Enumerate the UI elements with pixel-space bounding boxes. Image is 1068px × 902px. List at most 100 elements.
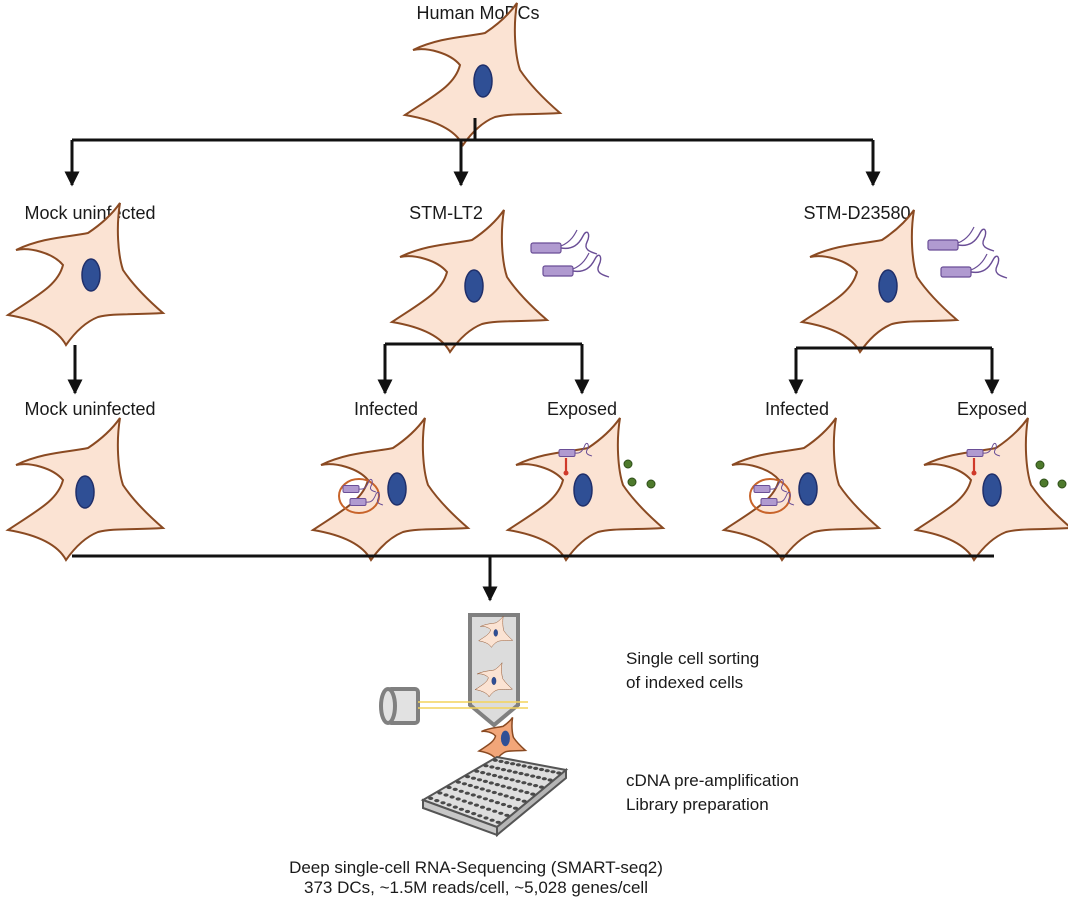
plate-well [489, 765, 495, 769]
d23580-cell [801, 209, 958, 353]
plate-well [464, 809, 471, 814]
plate-well [485, 789, 491, 793]
sub-lt2-infected-label: Infected [354, 399, 418, 419]
plate-well [492, 758, 498, 762]
plate-well [541, 777, 547, 781]
plate-well [535, 775, 542, 780]
plate-well [467, 801, 473, 805]
plate-well [477, 814, 483, 818]
plate-well [452, 787, 458, 792]
lt2-infected-cell [312, 417, 469, 561]
plate-well [503, 794, 509, 798]
plate-well [440, 801, 446, 805]
mock-cell [7, 202, 164, 346]
top-title: Human MoDCs [416, 3, 539, 23]
plate-well [500, 768, 507, 772]
plate-well [494, 801, 500, 805]
plate-well [452, 805, 458, 809]
plate-well [500, 802, 507, 807]
plate-well [509, 796, 515, 800]
condition-d23580-label: STM-D23580 [803, 203, 910, 223]
plate-well [488, 781, 494, 785]
plate-well [449, 795, 455, 799]
sorting-step-line1: Single cell sorting [626, 649, 759, 668]
plate-well [518, 789, 524, 793]
d23580-bacterium-icon [927, 226, 995, 252]
plate-well [506, 786, 512, 790]
plate-well [498, 811, 504, 815]
branch-level-2 [67, 342, 1000, 395]
plate-well [483, 816, 489, 820]
plate-well [489, 818, 495, 822]
plate-well [455, 797, 461, 801]
plate-well [538, 767, 545, 772]
plate-well [556, 771, 562, 775]
injection-point [563, 470, 569, 476]
sub-d-exposed-label: Exposed [957, 399, 1027, 419]
plate-well [473, 785, 479, 789]
plate-well [503, 776, 509, 781]
plate-well [509, 762, 516, 766]
lt2-bacterium-icon [542, 252, 610, 278]
plate-well [530, 774, 536, 778]
plate-well [434, 799, 440, 803]
plate-well [482, 779, 488, 784]
plate-well [521, 799, 527, 803]
plate-well [428, 796, 434, 801]
plate-well [504, 813, 510, 817]
footer-line1: Deep single-cell RNA-Sequencing (SMART-s… [289, 858, 663, 877]
plate-well [515, 763, 522, 767]
plate-well [533, 784, 539, 788]
plate-well [512, 806, 519, 810]
sorted-cell-icon [477, 716, 528, 762]
plate-well [530, 792, 536, 796]
plate-well [521, 764, 527, 768]
green-dots [1035, 460, 1067, 489]
d23580-bacterium-icon [940, 253, 1008, 279]
plate-well [486, 807, 492, 811]
plate-well [446, 785, 452, 790]
plate-well [495, 766, 501, 770]
lt2-exposed-cell [507, 417, 664, 561]
plate-well [461, 799, 467, 803]
plate-well [479, 787, 485, 791]
prep-step-line1: cDNA pre-amplification [626, 771, 799, 790]
plate-well [492, 809, 498, 813]
d-exposed-cell [915, 417, 1068, 561]
modc-cell-top [404, 2, 561, 146]
plate-well [465, 775, 471, 779]
plate-well [495, 820, 501, 824]
prep-step-line2: Library preparation [626, 795, 769, 814]
plate-well [473, 803, 480, 807]
d-infected-cell [723, 417, 880, 561]
laser-source-icon [379, 687, 420, 725]
lt2-bacterium-icon [530, 229, 598, 255]
sorting-step-line2: of indexed cells [626, 673, 743, 692]
sub-mock-label: Mock uninfected [24, 399, 155, 419]
plate-well [474, 769, 480, 773]
plate-well [506, 769, 512, 773]
plate-well [491, 790, 497, 795]
plate-well [512, 770, 518, 774]
plate-well [479, 805, 486, 809]
plate-well [482, 797, 488, 801]
plate-well [527, 765, 533, 769]
plate-well [497, 775, 503, 779]
96-well-plate-icon [420, 755, 569, 838]
plate-well [527, 782, 533, 786]
plate-well [544, 769, 550, 773]
plate-well [437, 791, 443, 795]
plate-well [498, 759, 504, 764]
plate-well [547, 778, 553, 782]
plate-well [504, 761, 510, 765]
plate-well [455, 780, 461, 784]
plate-well [500, 784, 506, 788]
laser-beam [418, 701, 528, 709]
plate-well [458, 789, 464, 793]
plate-well [470, 793, 476, 797]
plate-well [464, 791, 470, 795]
green-dots [623, 459, 656, 489]
plate-well [524, 790, 530, 795]
condition-lt2-label: STM-LT2 [409, 203, 483, 223]
